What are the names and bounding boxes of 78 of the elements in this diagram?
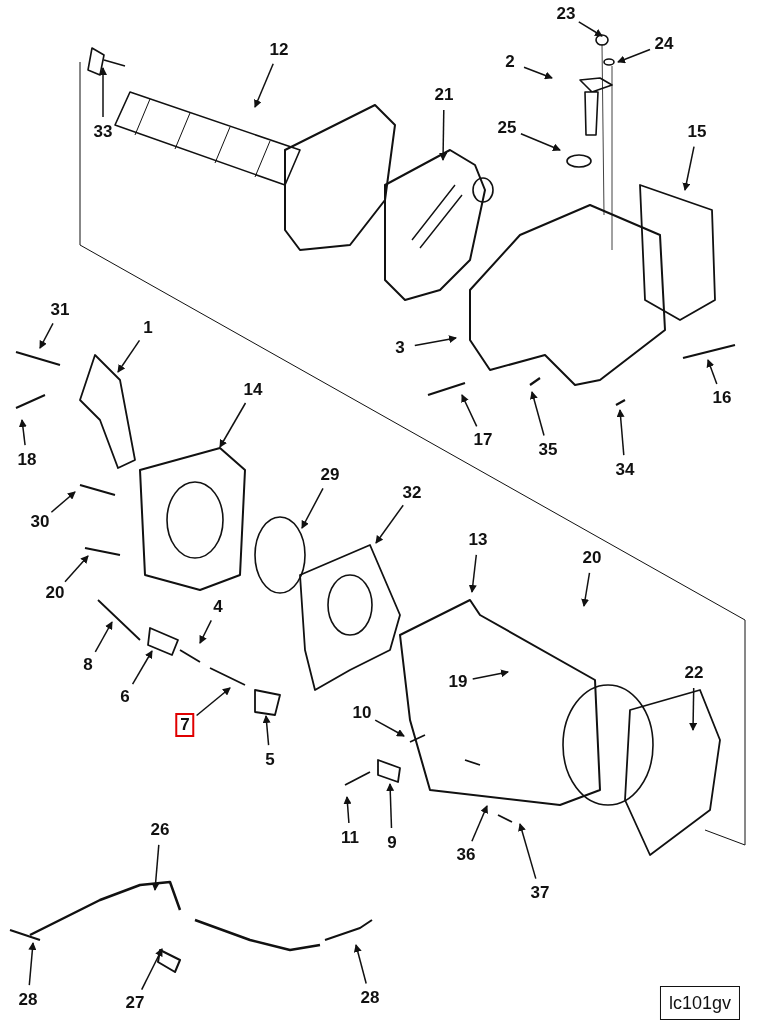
callout-number: 21 [434,86,454,104]
leader-line [375,504,404,544]
leader-line [18,419,27,446]
callout-number: 36 [456,846,476,864]
leader-line [39,322,54,349]
callout-number: 28 [18,991,38,1009]
leader-line [578,21,603,37]
leader-line [439,109,448,161]
callout-number: 29 [320,466,340,484]
leader-line [117,339,141,373]
callout-number: 7 [175,713,195,737]
callout-number: 17 [473,431,493,449]
callout-number: 32 [402,484,422,502]
callout-number: 31 [50,301,70,319]
callout-number: 8 [83,656,93,674]
leader-line [195,687,231,717]
callout-number: 22 [684,664,704,682]
leader-line [199,619,213,644]
leader-line [468,554,478,593]
leader-line [617,48,651,64]
leader-line [471,805,488,842]
callout-number: 19 [448,673,468,691]
leader-line [64,555,89,583]
leader-line [461,394,478,428]
leader-line [706,359,718,385]
callout-number: 18 [17,451,37,469]
callout-number: 3 [395,339,405,357]
callout-number: 24 [654,35,674,53]
callout-number: 20 [45,584,65,602]
callout-number: 4 [213,598,223,616]
leader-line [140,948,163,991]
leader-line [219,402,247,448]
leader-line [94,621,113,653]
callout-number: 26 [150,821,170,839]
leader-line [523,66,553,80]
leader-line [353,944,367,985]
callout-number: 33 [93,123,113,141]
leader-line [131,650,153,685]
leader-line [520,133,561,151]
leader-line [616,409,625,456]
callout-number: 27 [125,994,145,1012]
leader-line [301,487,324,529]
leader-line [254,63,274,108]
callout-number: 9 [387,834,397,852]
leader-line [28,942,37,986]
callout-number: 2 [505,53,515,71]
callout-number: 30 [30,513,50,531]
callout-number: 15 [687,123,707,141]
callout-number: 14 [243,381,263,399]
callout-number: 37 [530,884,550,902]
callout-number: 25 [497,119,517,137]
callout-number: 12 [269,41,289,59]
callout-number: 34 [615,461,635,479]
callout-number: 13 [468,531,488,549]
leader-line [530,391,545,437]
callout-number: 11 [341,829,359,847]
leader-line [262,715,271,746]
leader-line [518,823,537,880]
figure-code: lc101gv [660,986,740,1020]
callout-number: 6 [120,688,130,706]
callout-number: 28 [360,989,380,1007]
callout-number: 5 [265,751,275,769]
callout-number: 1 [143,319,153,337]
leader-line [386,783,395,829]
callout-number: 20 [582,549,602,567]
callout-number: 16 [712,389,732,407]
leader-line [581,572,591,607]
leader-line [50,491,76,513]
leader-line [414,335,457,347]
leader-line [151,844,160,891]
leader-line [343,796,352,824]
leader-line [374,719,405,737]
leader-line [471,669,509,680]
leader-line [99,67,107,118]
callout-number: 35 [538,441,558,459]
callout-number: 10 [352,704,372,722]
leader-line [682,145,695,191]
callout-number: 23 [556,5,576,23]
